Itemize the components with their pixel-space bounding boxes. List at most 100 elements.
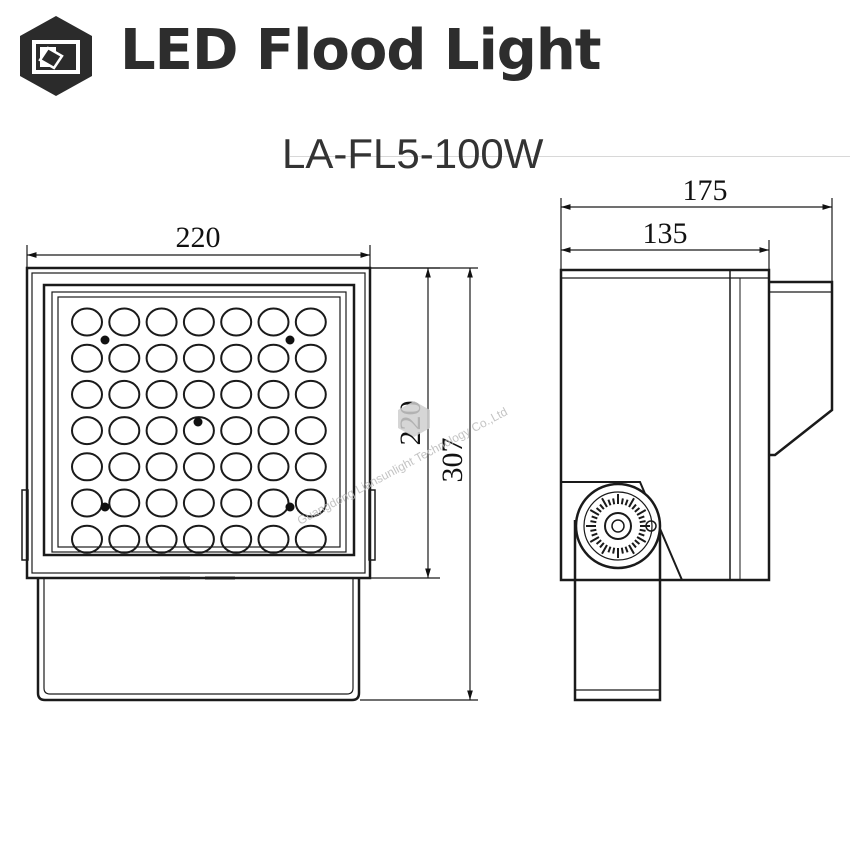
led-lens [294, 488, 327, 518]
screw-point [193, 417, 203, 427]
led-lens [257, 379, 290, 409]
knob-tick [612, 498, 616, 505]
led-lens [71, 488, 103, 518]
led-lens [182, 343, 215, 373]
page-title: LED Flood Light [120, 18, 601, 83]
knob-tick [639, 520, 646, 524]
knob-tick [634, 507, 641, 513]
led-lens [71, 343, 103, 373]
led-lens [145, 524, 178, 554]
led-lens [108, 488, 141, 518]
led-lens [71, 307, 103, 337]
knob-tick [638, 532, 645, 537]
dim-depth-total: 175 [683, 174, 728, 207]
led-lens [182, 416, 215, 446]
knob-tick [591, 515, 598, 520]
model-underline [290, 156, 850, 157]
watermark: Guangdong Liansunlight Technology Co.,Lt… [295, 401, 510, 528]
knob-tick [638, 515, 645, 520]
led-array [71, 307, 327, 554]
screw-point [100, 335, 110, 345]
knob-tick [590, 520, 597, 524]
led-lens [182, 452, 215, 482]
knob-tick [639, 528, 646, 532]
tilt-knob [574, 482, 662, 570]
screw-point [100, 502, 110, 512]
led-lens [257, 307, 290, 337]
knob-tick [624, 499, 629, 506]
knob-tick [634, 539, 641, 545]
knob-tick [628, 544, 635, 555]
knob-tick [589, 536, 600, 543]
led-lens [145, 307, 178, 337]
led-lens [182, 524, 215, 554]
led-lens [294, 524, 327, 554]
led-lens [220, 524, 253, 554]
dim-depth-body: 135 [643, 217, 688, 250]
rear-heatsink [769, 280, 834, 457]
led-lens [108, 379, 141, 409]
screw-point [285, 502, 295, 512]
led-lens [294, 379, 327, 409]
led-lens [145, 452, 178, 482]
front-housing [25, 266, 372, 580]
dim-width-front: 220 [176, 221, 221, 254]
knob-tick [599, 503, 605, 510]
led-lens [257, 488, 290, 518]
knob-tick [590, 528, 597, 532]
led-lens [294, 416, 327, 446]
knob-tick [589, 509, 600, 516]
model-number: LA-FL5-100W [282, 130, 544, 177]
led-lens [71, 452, 103, 482]
led-lens [108, 416, 141, 446]
knob-tick [601, 544, 608, 555]
knob-tick [595, 539, 602, 545]
mounting-bracket [36, 578, 361, 702]
knob-tick [591, 532, 598, 537]
led-lens [145, 416, 178, 446]
side-dimensions [560, 198, 833, 282]
knob-tick [599, 542, 605, 549]
led-lens [294, 452, 327, 482]
led-lens [257, 452, 290, 482]
knob-tick [631, 542, 637, 549]
led-lens [220, 343, 253, 373]
led-lens [257, 416, 290, 446]
led-lens [108, 343, 141, 373]
led-lens [257, 343, 290, 373]
led-lens [220, 379, 253, 409]
led-lens [220, 416, 253, 446]
front-dimensions [26, 245, 478, 701]
side-body [559, 268, 771, 582]
knob-tick [601, 497, 608, 508]
screw-point [285, 335, 295, 345]
led-lens [108, 452, 141, 482]
knob-tick [636, 509, 647, 516]
brand-logo [20, 16, 92, 96]
side-bracket [573, 520, 662, 702]
knob-tick [624, 546, 629, 553]
knob-tick [612, 547, 616, 554]
knob-tick [595, 507, 602, 513]
led-lens [108, 307, 141, 337]
led-lens [294, 343, 327, 373]
led-lens [71, 416, 103, 446]
knob-tick [620, 547, 624, 554]
front-view [21, 266, 376, 702]
led-lens [220, 307, 253, 337]
led-lens [145, 379, 178, 409]
knob-tick [631, 503, 637, 510]
lens-frame [42, 283, 356, 557]
side-view [559, 268, 834, 702]
knob-tick [628, 497, 635, 508]
led-lens [182, 488, 215, 518]
knob-tick [607, 499, 612, 506]
led-lens [182, 379, 215, 409]
led-lens [182, 307, 215, 337]
knob-tick [636, 536, 647, 543]
led-lens [145, 343, 178, 373]
led-lens [71, 379, 103, 409]
knob-scale [586, 494, 650, 558]
